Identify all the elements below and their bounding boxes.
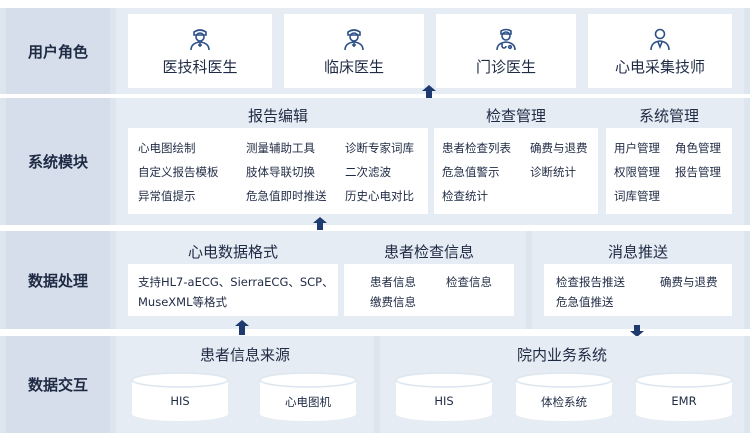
database-label: HIS [170, 394, 190, 408]
exam-mgmt-item: 确费与退费 [530, 141, 588, 155]
exam-mgmt-item: 检查统计 [442, 189, 488, 203]
processing-title-ecg-format: 心电数据格式 [187, 243, 278, 261]
exchange-title-patient-source: 患者信息来源 [199, 346, 290, 364]
exam-mgmt-box [434, 128, 598, 214]
flow-arrow-up-icon [235, 320, 249, 326]
report-edit-item: 自定义报告模板 [138, 165, 219, 179]
doctor-icon [190, 28, 210, 50]
exchange-title-hospital-systems: 院内业务系统 [516, 346, 607, 364]
doctor-stethoscope-icon [496, 28, 516, 50]
row-label-data-exchange: 数据交互 [6, 336, 110, 433]
system-mgmt-item: 权限管理 [614, 165, 660, 179]
role-name: 门诊医生 [475, 57, 536, 76]
flow-arrow-up-icon [422, 85, 436, 91]
database-icon [131, 372, 229, 421]
exam-mgmt-item: 危急值警示 [442, 165, 500, 179]
message-push-item: 确费与退费 [660, 275, 718, 289]
database-icon [635, 372, 733, 421]
report-edit-item: 肢体导联切换 [246, 165, 315, 179]
module-title-exam-mgmt: 检查管理 [485, 107, 546, 125]
system-mgmt-box [606, 128, 732, 214]
processing-title-message-push: 消息推送 [607, 243, 668, 261]
system-mgmt-item: 用户管理 [614, 141, 660, 155]
report-edit-item: 危急值即时推送 [246, 189, 327, 203]
database-icon [395, 372, 493, 421]
database-cylinder-his-source: HIS [130, 372, 230, 422]
processing-title-patient-info: 患者检查信息 [383, 243, 474, 261]
database-icon [515, 372, 613, 421]
patient-info-item: 缴费信息 [370, 295, 416, 309]
role-name: 心电采集技师 [614, 57, 705, 76]
role-card-outpatient-doctor: 门诊医生 [436, 14, 576, 88]
row-label-user-roles: 用户角色 [6, 8, 110, 94]
row-label-data-processing: 数据处理 [6, 231, 110, 329]
flow-arrow-down-icon [630, 331, 644, 337]
flow-arrow-stem [634, 325, 640, 333]
role-card-ecg-technician: 心电采集技师 [588, 14, 732, 88]
role-name: 医技科医生 [162, 57, 238, 76]
patient-info-item: 检查信息 [446, 275, 492, 289]
flow-arrow-stem [426, 88, 432, 98]
database-label: EMR [671, 394, 697, 408]
row-label-system-modules: 系统模块 [6, 98, 110, 225]
database-cylinder-his-hospital: HIS [394, 372, 494, 422]
database-label: 体检系统 [541, 395, 587, 409]
technician-icon [650, 28, 670, 50]
database-label: HIS [434, 394, 454, 408]
system-mgmt-item: 词库管理 [614, 189, 660, 203]
module-title-system-mgmt: 系统管理 [638, 107, 699, 125]
database-cylinder-ecg-machine: 心电图机 [258, 372, 358, 422]
flow-arrow-stem [239, 323, 245, 335]
role-name: 临床医生 [323, 57, 384, 76]
report-edit-item: 测量辅助工具 [246, 141, 315, 155]
report-edit-item: 异常值提示 [138, 189, 196, 203]
message-push-item: 危急值推送 [556, 295, 614, 309]
role-card-medtech-doctor: 医技科医生 [128, 14, 272, 88]
module-title-report-edit: 报告编辑 [247, 107, 308, 125]
system-mgmt-item: 角色管理 [675, 141, 721, 155]
ecg-format-line: 支持HL7-aECG、SierraECG、SCP、 [138, 275, 334, 289]
message-push-box [544, 264, 732, 316]
message-push-item: 检查报告推送 [556, 275, 625, 289]
patient-info-box [344, 264, 514, 316]
report-edit-item: 诊断专家词库 [345, 141, 414, 155]
report-edit-item: 二次滤波 [345, 165, 391, 179]
report-edit-box [128, 128, 428, 214]
ecg-format-box [128, 264, 338, 316]
database-cylinder-emr: EMR [634, 372, 734, 422]
database-label: 心电图机 [285, 395, 331, 409]
doctor-icon [344, 28, 364, 50]
report-edit-item: 历史心电对比 [345, 189, 414, 203]
report-edit-item: 心电图绘制 [138, 141, 196, 155]
exam-mgmt-item: 患者检查列表 [442, 141, 511, 155]
flow-arrow-up-icon [313, 217, 327, 223]
database-icon [259, 372, 357, 421]
database-cylinder-physical-exam: 体检系统 [514, 372, 614, 422]
system-mgmt-item: 报告管理 [675, 165, 721, 179]
flow-arrow-stem [317, 220, 323, 230]
exam-mgmt-item: 诊断统计 [530, 165, 576, 179]
patient-info-item: 患者信息 [370, 275, 416, 289]
role-card-clinical-doctor: 临床医生 [284, 14, 424, 88]
ecg-format-line: MuseXML等格式 [138, 295, 227, 309]
